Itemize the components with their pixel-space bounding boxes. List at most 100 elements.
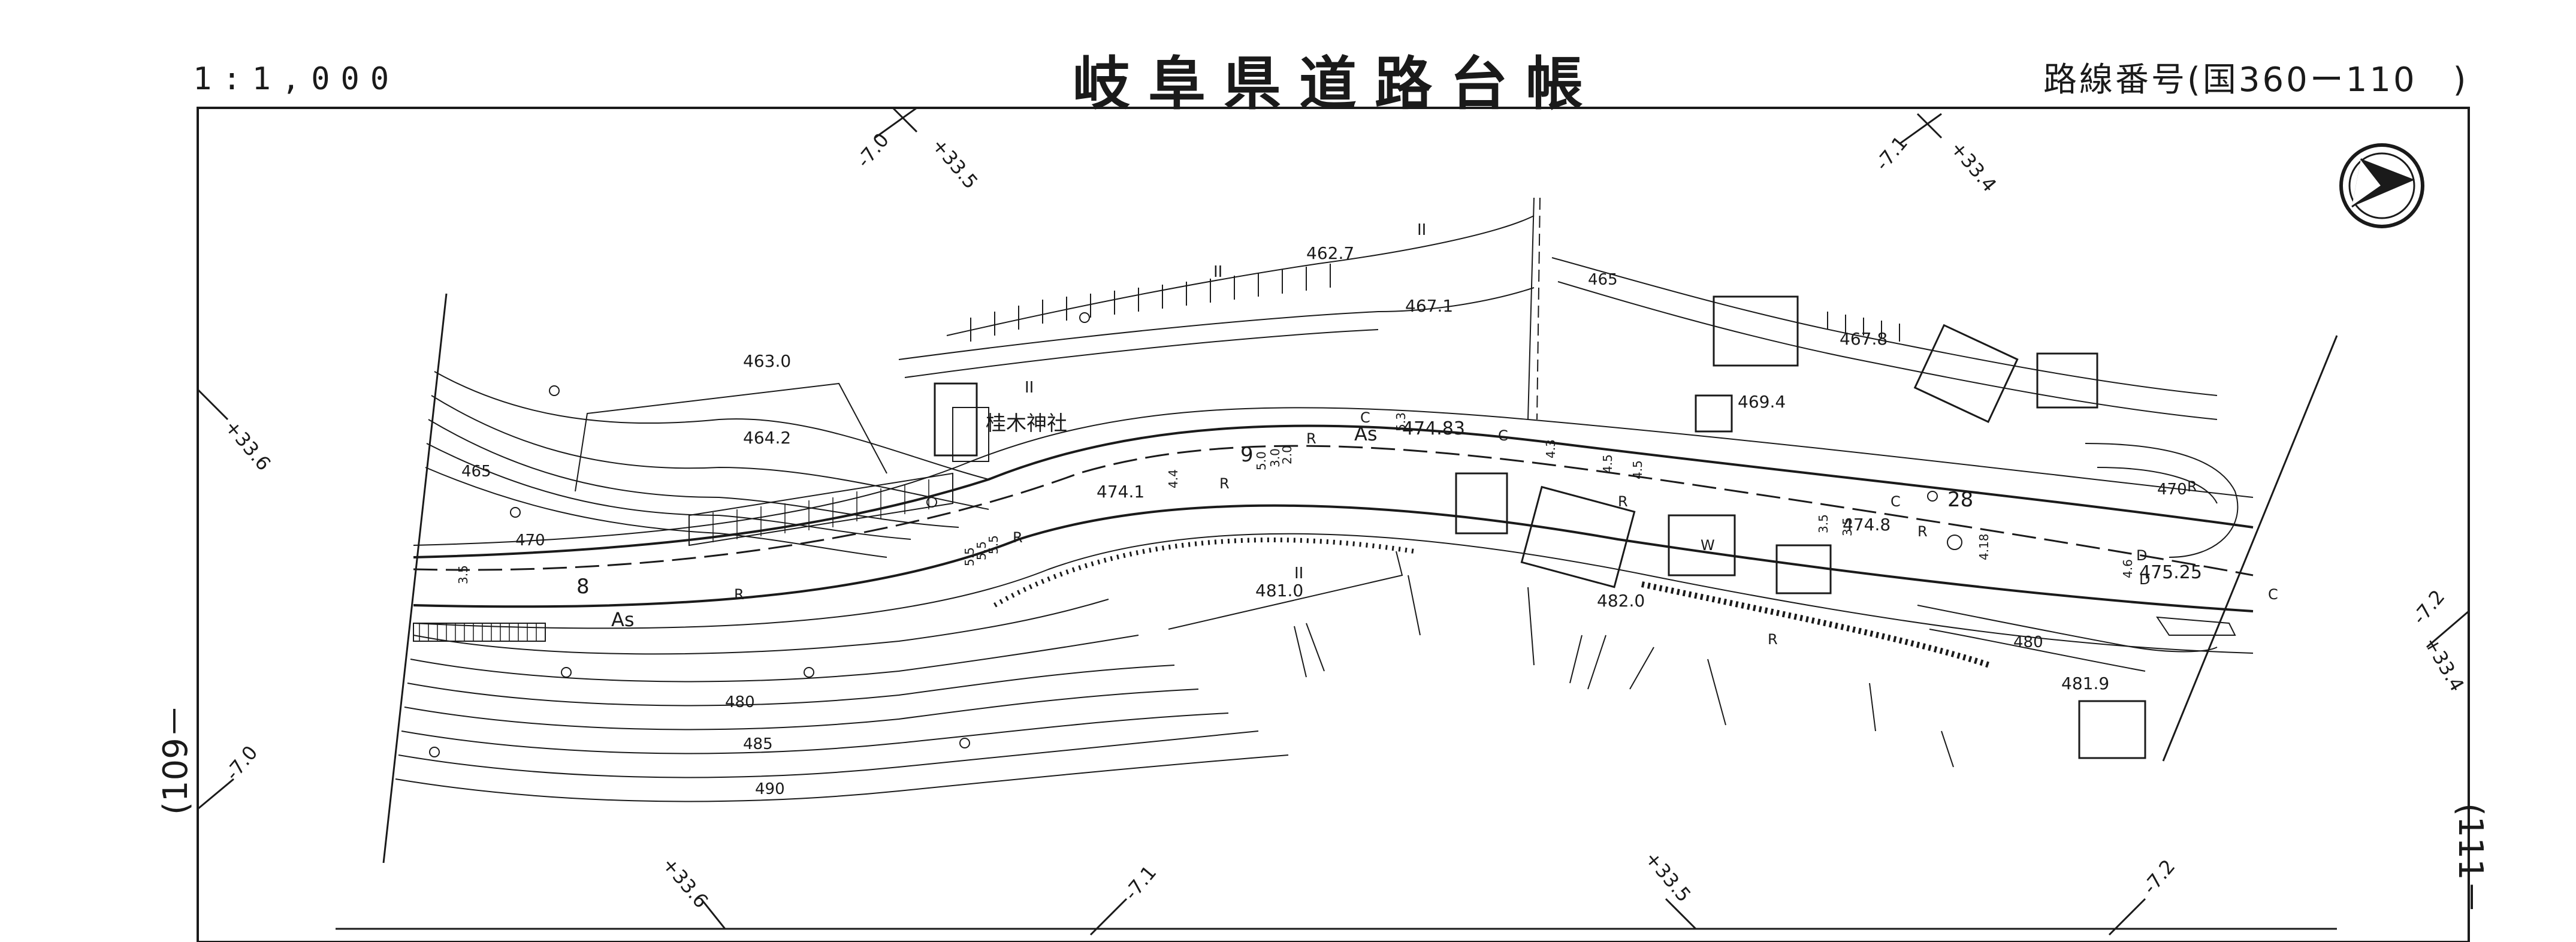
grid-tick-label: +33.6 (657, 853, 712, 913)
r-mark: R (1917, 523, 1928, 540)
shrine-label: 桂木神社 (986, 412, 1067, 436)
dim-label: 4.18 (1977, 533, 1991, 560)
north-arrow-icon (2339, 143, 2424, 228)
retaining-wall-left (688, 472, 953, 547)
dim-label: 5.5 (962, 547, 977, 566)
c-mark: C (1891, 493, 1901, 510)
dim-label: 3.5 (1840, 517, 1855, 536)
grid-tick-label: +33.4 (2420, 633, 2469, 695)
map-title: 岐阜県道路台帳 (1073, 50, 1601, 117)
map-frame (197, 107, 2470, 942)
road-centerline (413, 445, 2254, 576)
elevation-label: 475.25 (2139, 562, 2202, 583)
map-boundary-right (2162, 335, 2338, 762)
d-mark: D (2136, 547, 2147, 564)
c-mark: C (1498, 427, 1508, 444)
slope-hatching (970, 264, 1900, 342)
building-mark: W (1701, 537, 1715, 554)
grid-tick-label: +33.4 (1946, 137, 2001, 197)
elevation-label: 462.7 (1306, 243, 1354, 263)
dim-label: 4.4 (1166, 469, 1180, 488)
grid-tick-label: -7.1 (1871, 132, 1912, 175)
upper-slope (575, 197, 2218, 492)
grid-cross-5: +33.6 (657, 853, 726, 929)
grid-cross-6: -7.1 (1089, 861, 1161, 936)
grid-cross-9: -7.2 +33.4 (2408, 585, 2469, 695)
r-mark: R (734, 586, 744, 603)
r-mark: R (1013, 529, 1023, 546)
grid-tick-label: -7.1 (1119, 861, 1161, 904)
dim-label: 4.3 (1544, 439, 1558, 458)
dim-label: 3.0 (1268, 448, 1282, 467)
contour-lines (395, 371, 1289, 802)
dim-label: 2.0 (1280, 445, 1294, 464)
grid-tick-label: -7.0 (221, 741, 262, 784)
grid-cross-7: +33.5 (1640, 847, 1697, 930)
elevation-label: 481.9 (2061, 674, 2109, 693)
r-mark: R (1768, 631, 1778, 648)
elevation-label: 467.8 (1840, 329, 1888, 349)
lower-lots (1168, 551, 1954, 768)
grid-cross-2: -7.1 +33.4 (1871, 113, 2001, 197)
road-edge-lower (413, 504, 2254, 612)
survey-points (429, 312, 1962, 757)
guardrail-left (413, 623, 546, 642)
elevation-label: 474.1 (1097, 482, 1144, 502)
c-mark: C (1360, 409, 1370, 426)
contour-label: 465 (461, 463, 491, 481)
dim-label: 4.5 (1600, 454, 1615, 473)
width-mark: 28 (1947, 488, 1973, 512)
dim-label: 3.5 (456, 565, 470, 584)
contour-label: 465 (1588, 271, 1618, 289)
dotted-curve-mid (993, 538, 1415, 608)
grass-mark: II (1213, 263, 1222, 281)
grid-tick-label: +33.5 (1640, 847, 1695, 907)
elevation-label: 474.83 (1402, 418, 1465, 439)
map-boundary-left (382, 293, 448, 864)
road-edge-outer-lower (413, 533, 2254, 654)
retaining-wall-right (1641, 581, 1991, 668)
elevation-label: 464.2 (743, 428, 791, 448)
route-number: 路線番号(国360ー110 ) (2043, 61, 2469, 99)
grid-tick-label: +33.6 (220, 415, 275, 475)
r-mark: R (2187, 478, 2197, 495)
grid-tick-label: +33.5 (927, 134, 982, 194)
road-edge-outer-upper (413, 407, 2254, 546)
elevation-label: 474.8 (1843, 515, 1891, 535)
buildings (1455, 295, 2146, 759)
grid-cross-4: -7.0 (197, 741, 262, 810)
road-edge-upper (413, 424, 2254, 558)
width-mark: 9 (1240, 443, 1254, 467)
surface-mark: As (1354, 422, 1378, 445)
contour-label: 480 (725, 693, 755, 711)
d-mark: D (2139, 571, 2150, 588)
grid-cross-1: -7.0 +33.5 (852, 107, 983, 194)
elevation-label: 482.0 (1597, 591, 1645, 611)
grid-cross-8: -7.2 (2108, 855, 2179, 936)
contour-label: 485 (743, 735, 773, 753)
c-mark: C (2268, 586, 2278, 603)
dim-label: 4.5 (1630, 460, 1645, 479)
grid-cross-3: +33.6 (197, 388, 276, 475)
shrine-building: 桂木神社 (934, 382, 1067, 462)
r-mark: R (1219, 475, 1230, 492)
elevation-label: 481.0 (1255, 581, 1303, 600)
dim-label: 5.0 (1254, 451, 1269, 470)
grass-mark: II (1025, 379, 1034, 397)
elevation-label: 469.4 (1738, 392, 1786, 412)
dim-label: 3.5 (1816, 514, 1831, 533)
grass-mark: II (1417, 221, 1426, 239)
dim-label: 4.6 (2121, 559, 2135, 578)
dim-label: 5.5 (986, 535, 1001, 554)
elevation-label: 463.0 (743, 351, 791, 371)
r-mark: R (1618, 493, 1628, 510)
map-scale: 1:1,000 (193, 61, 400, 97)
grass-mark: II (1294, 564, 1303, 582)
dim-label: 5.5 (974, 541, 989, 560)
surface-mark: As (611, 608, 635, 631)
grid-tick-label: -7.2 (2138, 855, 2179, 898)
dim-label: 5.3 (1394, 412, 1408, 431)
elevation-label: 467.1 (1405, 296, 1453, 316)
width-mark: 8 (576, 575, 590, 599)
